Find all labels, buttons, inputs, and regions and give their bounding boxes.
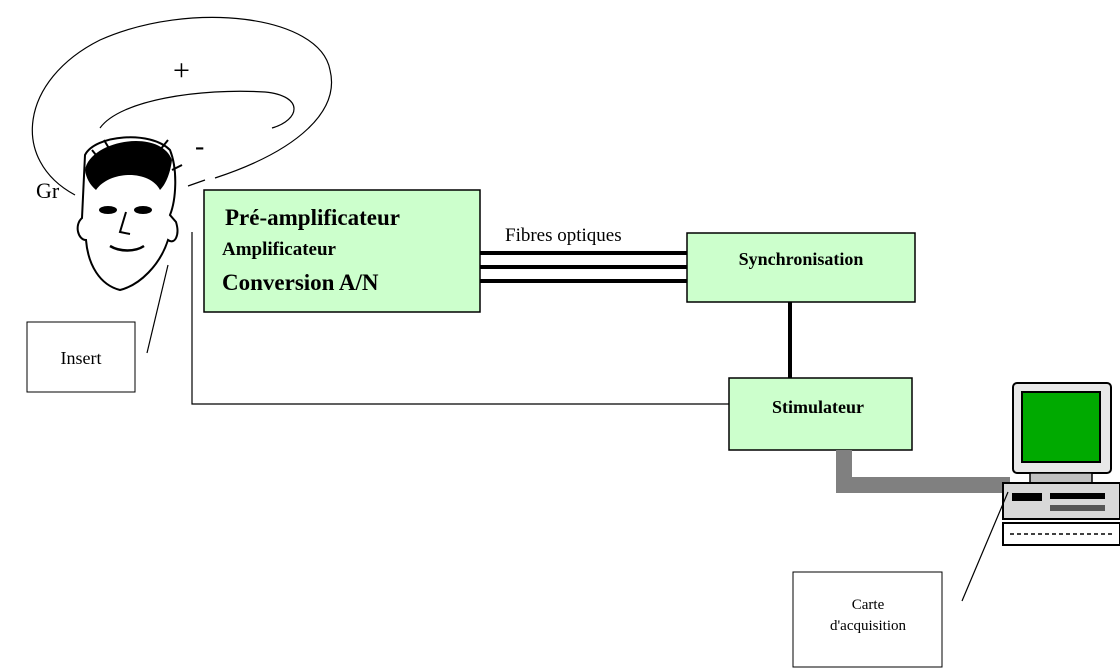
plus-electrode-label: +: [173, 54, 190, 87]
ground-electrode-label: Gr: [36, 178, 60, 203]
carte-line2: d'acquisition: [830, 618, 907, 634]
electrode-wire-inner: [99, 90, 295, 129]
minus-electrode-label: -: [195, 131, 204, 162]
insert-label: Insert: [61, 348, 102, 368]
carte-line1: Carte: [852, 597, 885, 613]
acquisition-cable: [836, 450, 1010, 493]
insert-box: Insert: [26, 321, 136, 393]
insert-wire: [146, 264, 169, 354]
preamp-line2: Amplificateur: [222, 239, 337, 260]
stimulator-wire: [191, 232, 729, 405]
sync-label: Synchronisation: [739, 249, 864, 269]
computer-icon: [1002, 382, 1120, 546]
fibres-label: Fibres optiques: [505, 225, 622, 246]
preamp-box: Pré-amplificateur Amplificateur Conversi…: [203, 189, 481, 313]
carte-pointer: [961, 491, 1009, 602]
stim-label: Stimulateur: [772, 397, 864, 417]
stimulator-box: Stimulateur: [728, 377, 913, 451]
preamp-line3: Conversion A/N: [222, 270, 379, 295]
electrode-wire-outer: [31, 16, 332, 196]
preamp-line1: Pré-amplificateur: [225, 205, 400, 230]
optical-fibres: [480, 251, 687, 283]
head-icon: [76, 136, 183, 292]
minus-wire: [187, 179, 206, 187]
carte-box: Carte d'acquisition: [792, 571, 943, 668]
sync-box: Synchronisation: [686, 232, 916, 303]
